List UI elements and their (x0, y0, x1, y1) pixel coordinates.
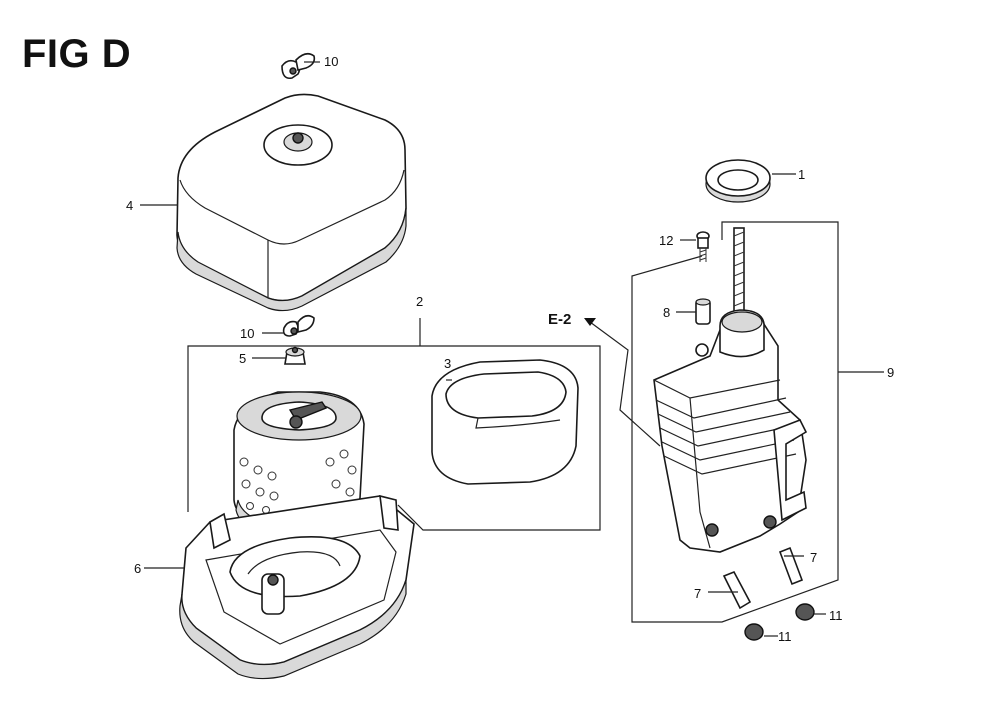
air-cleaner-base (179, 494, 415, 680)
callout-8: 8 (663, 305, 670, 320)
callout-11-right: 11 (829, 608, 843, 623)
callout-4: 4 (126, 198, 133, 213)
assembly-bracket-9 (631, 221, 839, 623)
reference-label-e2: E-2 (548, 311, 571, 328)
bolt (696, 231, 710, 262)
callout-3: 3 (444, 356, 451, 371)
air-cleaner-cover (176, 93, 407, 312)
flange-nuts (744, 603, 815, 641)
callout-5: 5 (239, 351, 246, 366)
callout-7-upper: 7 (810, 550, 817, 565)
callout-10-middle: 10 (240, 326, 254, 341)
collar-pair (722, 546, 804, 610)
callout-12: 12 (659, 233, 673, 248)
callout-9: 9 (887, 365, 894, 380)
callout-2: 2 (416, 294, 423, 309)
collar (695, 298, 711, 325)
foam-filter (431, 359, 579, 485)
stud (733, 227, 745, 321)
wing-nut-top (281, 52, 316, 80)
assembly-bracket-2 (187, 318, 601, 531)
callout-7-lower: 7 (694, 586, 701, 601)
wing-nut-middle (282, 314, 315, 337)
collar-nut (284, 346, 306, 365)
callout-1: 1 (798, 167, 805, 182)
callout-6: 6 (134, 561, 141, 576)
callout-10-top: 10 (324, 54, 338, 69)
seal-ring (705, 159, 771, 203)
callout-11-left: 11 (778, 629, 792, 644)
reference-arrow-e2 (584, 318, 661, 447)
callout-leaders (140, 61, 884, 637)
air-cleaner-elbow (653, 309, 808, 553)
figure-title: FIG D (22, 32, 132, 76)
